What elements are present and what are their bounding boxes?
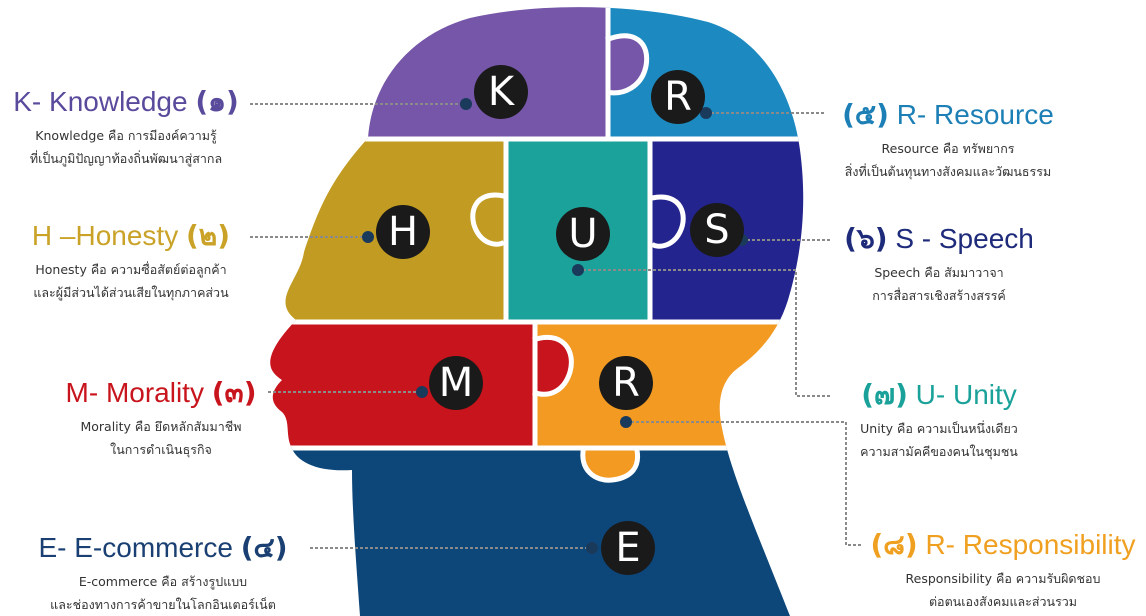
knob-s-to-u (652, 197, 684, 247)
label-honesty-title-text: H –Honesty (31, 220, 179, 251)
badge-k: K (474, 65, 528, 119)
label-knowledge-desc2: ที่เป็นภูมิปัญญาท้องถิ่นพัฒนาสู่สากล (29, 151, 223, 166)
connector-lines (250, 103, 862, 549)
label-honesty: H –Honesty (๒) Honesty คือ ความซื่อสัตย์… (16, 222, 246, 304)
label-resource-title-text: R- Resource (896, 99, 1054, 130)
piece-m (270, 322, 535, 448)
badge-e: E (601, 521, 655, 575)
badge-h: H (376, 205, 430, 259)
badge-u: U (556, 207, 610, 261)
badge-k-letter: K (488, 69, 516, 115)
label-ecommerce-desc1: E-commerce คือ สร้างรูปแบบ (78, 574, 248, 589)
knob-u-to-r (540, 300, 585, 322)
label-knowledge: K- Knowledge (๑) Knowledge คือ การมีองค์… (8, 88, 244, 170)
label-responsibility-num: (๘) (870, 528, 918, 561)
label-resource-num: (๕) (842, 98, 889, 131)
label-resource: (๕) R- Resource Resource คือ ทรัพยากร สิ… (828, 101, 1068, 183)
label-speech-title: (๖) S - Speech (834, 225, 1044, 253)
label-knowledge-title-text: K- Knowledge (13, 86, 188, 117)
knob-k-to-r (606, 35, 647, 93)
badge-m: M (429, 356, 483, 410)
label-ecommerce-title-text: E- E-commerce (38, 532, 233, 563)
badge-r-top-letter: R (664, 74, 692, 120)
piece-r-mid (535, 322, 804, 448)
label-unity-title: (๗) U- Unity (834, 381, 1044, 409)
label-responsibility-desc1: Responsibility คือ ความรับผิดชอบ (905, 571, 1101, 586)
badge-r-mid: R (599, 356, 653, 410)
connector-u (578, 269, 832, 397)
knob-r-to-e (582, 446, 638, 481)
label-honesty-desc1: Honesty คือ ความซื่อสัตย์ต่อลูกค้า (35, 262, 227, 277)
label-unity-desc1: Unity คือ ความเป็นหนึ่งเดียว (860, 421, 1018, 436)
label-ecommerce-title: E- E-commerce (๔) (20, 534, 306, 562)
badge-r-top: R (651, 70, 705, 124)
badge-h-letter: H (388, 209, 418, 255)
label-knowledge-title: K- Knowledge (๑) (8, 88, 244, 116)
knob-m-to-r (533, 337, 572, 395)
dot-h (362, 231, 374, 243)
dot-r-mid (620, 416, 632, 428)
label-honesty-title: H –Honesty (๒) (16, 222, 246, 250)
label-unity-desc2: ความสามัคคีของคนในชุมชน (860, 444, 1018, 459)
badge-e-letter: E (615, 525, 640, 571)
dot-m (416, 386, 428, 398)
label-resource-desc1: Resource คือ ทรัพยากร (881, 141, 1015, 156)
label-morality-title: M- Morality (๓) (56, 379, 266, 407)
label-speech-title-text: S - Speech (895, 223, 1034, 254)
label-knowledge-num: (๑) (195, 85, 239, 118)
label-ecommerce-num: (๔) (240, 531, 288, 564)
dot-u (572, 264, 584, 276)
label-responsibility: (๘) R- Responsibility Responsibility คือ… (864, 531, 1142, 613)
connector-r-mid (626, 421, 862, 546)
badge-r-mid-letter: R (612, 360, 640, 406)
badge-u-letter: U (568, 211, 597, 257)
label-unity-num: (๗) (861, 378, 908, 411)
label-unity-title-text: U- Unity (915, 379, 1017, 410)
label-speech-desc1: Speech คือ สัมมาวาจา (874, 265, 1004, 280)
label-morality-num: (๓) (211, 376, 257, 409)
label-resource-desc2: สิ่งที่เป็นต้นทุนทางสังคมและวัฒนธรรม (844, 164, 1052, 179)
label-ecommerce: E- E-commerce (๔) E-commerce คือ สร้างรู… (20, 534, 306, 616)
label-responsibility-title: (๘) R- Responsibility (864, 531, 1142, 559)
label-speech-num: (๖) (844, 222, 888, 255)
dot-k (460, 98, 472, 110)
label-honesty-num: (๒) (186, 219, 231, 252)
label-ecommerce-desc2: และช่องทางการค้าขายในโลกอินเตอร์เน็ต (50, 597, 276, 612)
label-speech: (๖) S - Speech Speech คือ สัมมาวาจา การส… (834, 225, 1044, 307)
dot-r-top (700, 107, 712, 119)
dot-e (586, 542, 598, 554)
label-responsibility-desc2: ต่อตนเองสังคมและส่วนรวม (928, 594, 1078, 609)
label-morality-title-text: M- Morality (65, 377, 204, 408)
piece-e (270, 448, 804, 616)
label-unity: (๗) U- Unity Unity คือ ความเป็นหนึ่งเดีย… (834, 381, 1044, 463)
badge-s: S (690, 203, 744, 257)
label-knowledge-desc1: Knowledge คือ การมีองค์ความรู้ (35, 128, 217, 143)
label-morality-desc1: Morality คือ ยึดหลักสัมมาชีพ (80, 419, 242, 434)
badge-s-letter: S (704, 207, 729, 253)
label-morality: M- Morality (๓) Morality คือ ยึดหลักสัมม… (56, 379, 266, 461)
label-morality-desc2: ในการดำเนินธุรกิจ (110, 442, 212, 457)
badge-m-letter: M (439, 360, 474, 406)
label-resource-title: (๕) R- Resource (828, 101, 1068, 129)
knob-h-to-u (472, 195, 504, 245)
piece-k (270, 7, 608, 139)
label-responsibility-title-text: R- Responsibility (925, 529, 1136, 560)
label-speech-desc2: การสื่อสารเชิงสร้างสรรค์ (872, 288, 1006, 303)
label-honesty-desc2: และผู้มีส่วนได้ส่วนเสียในทุกภาคส่วน (33, 285, 229, 300)
